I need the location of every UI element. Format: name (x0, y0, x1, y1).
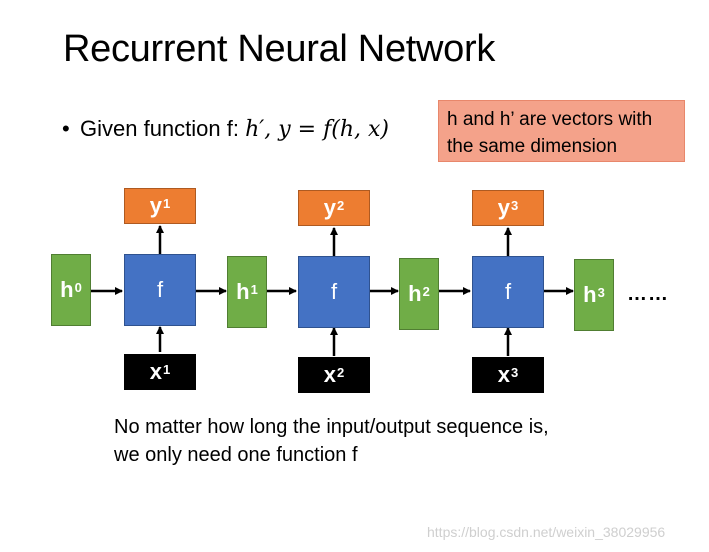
bullet-given-function: • Given function f: h′, y = f(h, x) (62, 116, 389, 142)
note-line-2: the same dimension (447, 136, 618, 157)
function-box-3: f (472, 256, 544, 328)
function-box-2: f (298, 256, 370, 328)
sequence-ellipsis: …… (627, 283, 669, 305)
caption-line-2: we only need one function f (114, 444, 358, 466)
caption-line-1: No matter how long the input/output sequ… (114, 416, 549, 438)
note-line-1: h and h’ are vectors with (447, 109, 653, 130)
bullet-text: Given function f: (80, 116, 246, 141)
note-box: h and h’ are vectors with the same dimen… (438, 100, 685, 162)
watermark-text: https://blog.csdn.net/weixin_38029956 (427, 524, 666, 540)
caption: No matter how long the input/output sequ… (114, 413, 549, 469)
function-box-1: f (124, 254, 196, 326)
bullet-formula: h′, y = f(h, x) (245, 117, 389, 142)
bullet-dot-icon: • (62, 116, 70, 141)
slide-title: Recurrent Neural Network (63, 28, 496, 70)
